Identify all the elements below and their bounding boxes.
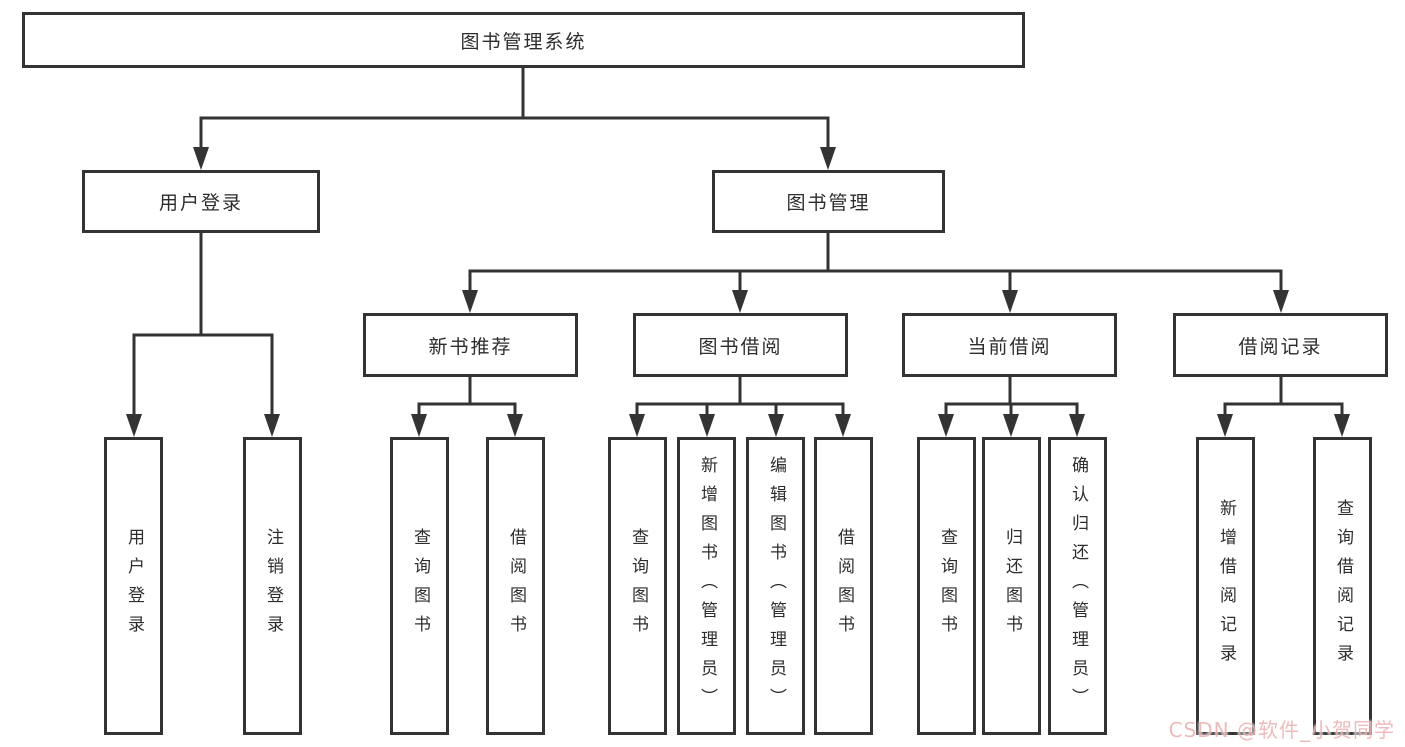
arrowhead-icon xyxy=(411,414,427,437)
connector-book-borrow-children xyxy=(635,375,845,420)
leaf-query-books: 查询图书 xyxy=(917,437,976,735)
arrowhead-icon xyxy=(629,414,645,437)
connector-paths xyxy=(132,66,1344,420)
connector-root-to-level1 xyxy=(199,66,830,153)
node-label: 借阅记录 xyxy=(1238,335,1323,358)
leaf-add-borrow-record: 新增借阅记录 xyxy=(1196,437,1255,735)
arrowhead-icon xyxy=(699,414,715,437)
node-label: 编辑图书（管理员） xyxy=(766,455,786,717)
node-label: 确认归还（管理员） xyxy=(1068,455,1088,717)
node-book-borrowing: 图书借阅 xyxy=(633,313,848,377)
node-label: 查询图书 xyxy=(937,528,957,644)
arrowhead-icon xyxy=(193,147,209,170)
node-book-management: 图书管理 xyxy=(712,170,945,233)
connector-new-book-children xyxy=(417,375,517,420)
node-label: 用户登录 xyxy=(158,192,243,214)
node-label: 用户登录 xyxy=(124,528,144,644)
arrowhead-icon xyxy=(264,414,280,437)
node-label: 当前借阅 xyxy=(967,335,1052,358)
node-label: 图书借阅 xyxy=(698,335,783,358)
node-label: 新书推荐 xyxy=(428,335,513,358)
arrowheads xyxy=(126,147,1350,437)
leaf-user-login: 用户登录 xyxy=(104,437,163,735)
leaf-add-books-admin: 新增图书（管理员） xyxy=(677,437,736,735)
leaf-edit-books-admin: 编辑图书（管理员） xyxy=(746,437,805,735)
leaf-borrow-books: 借阅图书 xyxy=(486,437,545,735)
arrowhead-icon xyxy=(507,414,523,437)
node-label: 查询借阅记录 xyxy=(1333,499,1353,673)
leaf-borrow-books: 借阅图书 xyxy=(814,437,873,735)
node-label: 归还图书 xyxy=(1002,528,1022,644)
arrowhead-icon xyxy=(1003,414,1019,437)
node-label: 新增借阅记录 xyxy=(1216,499,1236,673)
arrowhead-icon xyxy=(1217,414,1233,437)
arrowhead-icon xyxy=(732,290,748,313)
leaf-logout: 注销登录 xyxy=(243,437,302,735)
leaf-confirm-return-admin: 确认归还（管理员） xyxy=(1048,437,1107,735)
node-user-login: 用户登录 xyxy=(82,170,320,233)
arrowhead-icon xyxy=(126,414,142,437)
watermark: CSDN @软件_小贺同学 xyxy=(1168,718,1395,742)
node-label: 查询图书 xyxy=(628,528,648,644)
connector-user-login-children xyxy=(132,231,274,420)
arrowhead-icon xyxy=(1334,414,1350,437)
arrowhead-icon xyxy=(1002,290,1018,313)
node-new-book-recommendation: 新书推荐 xyxy=(363,313,578,377)
node-label: 图书管理 xyxy=(786,192,871,214)
node-label: 新增图书（管理员） xyxy=(697,455,717,717)
connector-book-management-children xyxy=(468,231,1283,296)
node-label: 借阅图书 xyxy=(506,528,526,644)
node-library-management-system: 图书管理系统 xyxy=(22,12,1025,68)
arrowhead-icon xyxy=(1069,414,1085,437)
leaf-return-books: 归还图书 xyxy=(982,437,1041,735)
arrowhead-icon xyxy=(938,414,954,437)
node-label: 借阅图书 xyxy=(834,528,854,644)
node-label: 注销登录 xyxy=(263,528,283,644)
leaf-query-borrow-record: 查询借阅记录 xyxy=(1313,437,1372,735)
connector-current-borrow-children xyxy=(944,375,1079,420)
arrowhead-icon xyxy=(768,414,784,437)
node-current-borrowing: 当前借阅 xyxy=(902,313,1117,377)
node-label: 查询图书 xyxy=(410,528,430,644)
arrowhead-icon xyxy=(1273,290,1289,313)
connector-borrow-record-children xyxy=(1223,375,1344,420)
arrowhead-icon xyxy=(835,414,851,437)
leaf-query-books: 查询图书 xyxy=(608,437,667,735)
node-borrowing-records: 借阅记录 xyxy=(1173,313,1388,377)
arrowhead-icon xyxy=(462,290,478,313)
node-label: 图书管理系统 xyxy=(460,30,587,53)
arrowhead-icon xyxy=(820,147,836,170)
leaf-query-books: 查询图书 xyxy=(390,437,449,735)
